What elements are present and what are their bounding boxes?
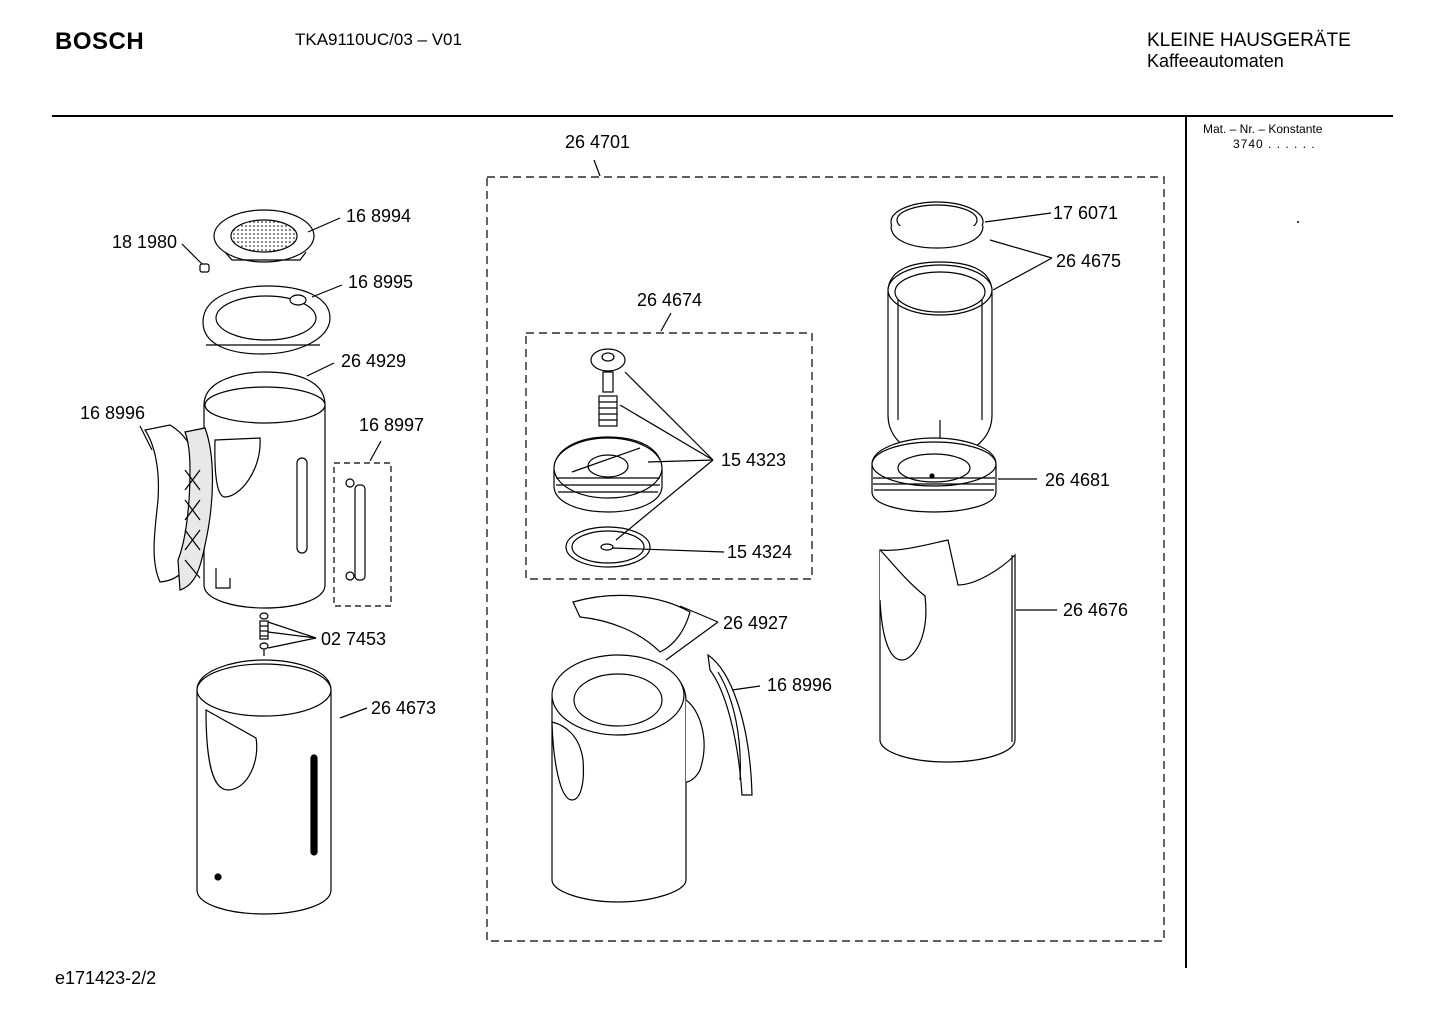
callout-window-strip: 16 8997 xyxy=(359,415,424,435)
leader-valve-1 xyxy=(624,371,714,461)
outer-shell-part xyxy=(879,539,1016,763)
leader-window-strip xyxy=(369,440,382,462)
leader-glass-liner-2 xyxy=(992,257,1053,291)
leader-handle-cover-left xyxy=(139,425,153,451)
leader-lid-filter xyxy=(307,217,341,233)
window-strip-part xyxy=(345,478,366,581)
material-number-label: Mat. – Nr. – Konstante xyxy=(1203,122,1323,136)
callout-housing-upper: 26 4929 xyxy=(341,351,406,371)
leader-housing-upper xyxy=(306,362,335,377)
leader-arc-trim-1 xyxy=(679,605,719,623)
callout-lid-ring: 16 8995 xyxy=(348,272,413,292)
group-box-inner xyxy=(525,332,813,580)
brand-logo: BOSCH xyxy=(55,28,145,55)
leader-spring-pin-1 xyxy=(267,621,317,639)
spring-pins-part xyxy=(259,612,269,656)
callout-handle-cover-right: 16 8996 xyxy=(767,675,832,695)
callout-spring-pins: 02 7453 xyxy=(321,629,386,649)
material-number-value: 3740 . . . . . . xyxy=(1233,137,1316,151)
sidebar-dot xyxy=(1297,221,1299,223)
leader-gasket-ring xyxy=(984,212,1052,223)
document-id: e171423-2/2 xyxy=(55,968,157,988)
handle-cover-left-part xyxy=(144,424,214,591)
callout-outer-shell: 26 4676 xyxy=(1063,600,1128,620)
callout-housing-lower: 26 4673 xyxy=(371,698,436,718)
leader-valve-3 xyxy=(647,459,714,463)
callout-small-nut: 18 1980 xyxy=(112,232,177,252)
carafe-base-part xyxy=(551,654,705,903)
callout-glass-liner: 26 4675 xyxy=(1056,251,1121,271)
handle-cover-right-part xyxy=(707,653,753,796)
leader-housing-lower xyxy=(339,707,368,719)
leader-seal-disc xyxy=(611,547,725,553)
callout-valve-parts: 15 4323 xyxy=(721,450,786,470)
model-number: TKA9110UC/03 – V01 xyxy=(295,30,462,49)
subcategory-title: Kaffeeautomaten xyxy=(1147,51,1284,71)
callout-gasket-ring: 17 6071 xyxy=(1053,203,1118,223)
leader-group-inner xyxy=(660,312,672,332)
small-nut-part xyxy=(199,263,210,273)
lid-filter-part xyxy=(213,209,315,263)
leader-handle-cover-right xyxy=(731,685,761,691)
callout-seal-disc: 15 4324 xyxy=(727,542,792,562)
glass-liner-part xyxy=(887,261,993,456)
leader-glass-liner-1 xyxy=(989,239,1053,259)
callout-group-inner: 26 4674 xyxy=(637,290,702,310)
leader-arc-trim-2 xyxy=(665,621,719,661)
leader-valve-2 xyxy=(619,404,714,461)
seal-disc-part xyxy=(565,526,651,568)
gasket-ring-part xyxy=(890,201,984,249)
leader-small-nut xyxy=(181,243,203,265)
leader-spring-pin-3 xyxy=(267,637,317,649)
leader-group-outer xyxy=(593,159,601,177)
housing-lower-part xyxy=(196,659,332,915)
arc-trim-part xyxy=(572,594,691,653)
housing-upper-part xyxy=(203,371,326,609)
group-box-outer xyxy=(486,176,1165,942)
leader-spring-pin-2 xyxy=(267,631,317,639)
lid-ring-part xyxy=(202,285,331,355)
callout-group-outer: 26 4701 xyxy=(565,132,630,152)
callout-arc-trim: 26 4927 xyxy=(723,613,788,633)
liner-base-part xyxy=(871,437,997,513)
leader-valve-4 xyxy=(615,459,714,541)
callout-handle-cover-left: 16 8996 xyxy=(80,403,145,423)
callout-liner-base: 26 4681 xyxy=(1045,470,1110,490)
leader-lid-ring xyxy=(311,284,343,298)
callout-lid-filter: 16 8994 xyxy=(346,206,411,226)
category-title: KLEINE HAUSGERÄTE xyxy=(1147,30,1351,51)
valve-parts-part xyxy=(553,348,663,513)
